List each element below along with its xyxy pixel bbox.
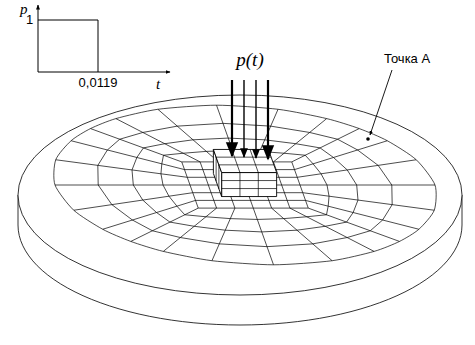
- mesh-line: [74, 193, 193, 211]
- mesh-line: [56, 160, 188, 178]
- mesh-line: [272, 208, 333, 261]
- mesh-ring: [132, 138, 358, 232]
- half-space-body: [18, 95, 462, 325]
- pulse-graph: [38, 5, 170, 72]
- t-axis: [38, 72, 170, 73]
- mesh-line: [303, 193, 435, 211]
- mesh-line: [300, 185, 435, 186]
- element-edge: [258, 173, 259, 197]
- mesh-line: [55, 185, 190, 186]
- element-edge: [219, 164, 274, 165]
- mesh-line: [253, 208, 273, 265]
- mesh-line: [163, 208, 216, 251]
- element-edge: [250, 149, 258, 172]
- load-arrow: [243, 80, 244, 157]
- mesh-line: [103, 200, 196, 229]
- axis-label: t: [156, 76, 160, 93]
- load-arrow: [255, 80, 256, 158]
- body-top-rim: [18, 95, 462, 295]
- mesh-ring: [98, 123, 392, 246]
- pulse-line: [38, 20, 98, 72]
- p-axis: [38, 5, 39, 72]
- tick-label: 0,0119: [79, 76, 118, 90]
- mesh-line: [158, 109, 219, 162]
- element-edge: [222, 180, 277, 181]
- mesh-line: [297, 160, 416, 178]
- point-a-leader: [370, 70, 392, 135]
- element-edge: [216, 157, 217, 181]
- element-face: [222, 173, 277, 197]
- mesh-ring: [54, 105, 436, 265]
- mesh-line: [196, 200, 306, 201]
- load-arrows: [232, 80, 268, 159]
- load-label: p(t): [236, 50, 263, 71]
- point-a-dot: [366, 137, 370, 141]
- fe-mesh: [54, 105, 436, 265]
- load-arrow: [231, 80, 233, 156]
- element-edge: [239, 173, 240, 197]
- mesh-line: [212, 208, 235, 261]
- mesh-line: [273, 119, 326, 162]
- load-arrow: [267, 80, 269, 159]
- mesh-line: [295, 141, 388, 170]
- tick-label: 1: [26, 13, 33, 27]
- element-edge: [218, 165, 219, 189]
- element-edge: [222, 188, 277, 189]
- point-label: Точка A: [384, 52, 430, 66]
